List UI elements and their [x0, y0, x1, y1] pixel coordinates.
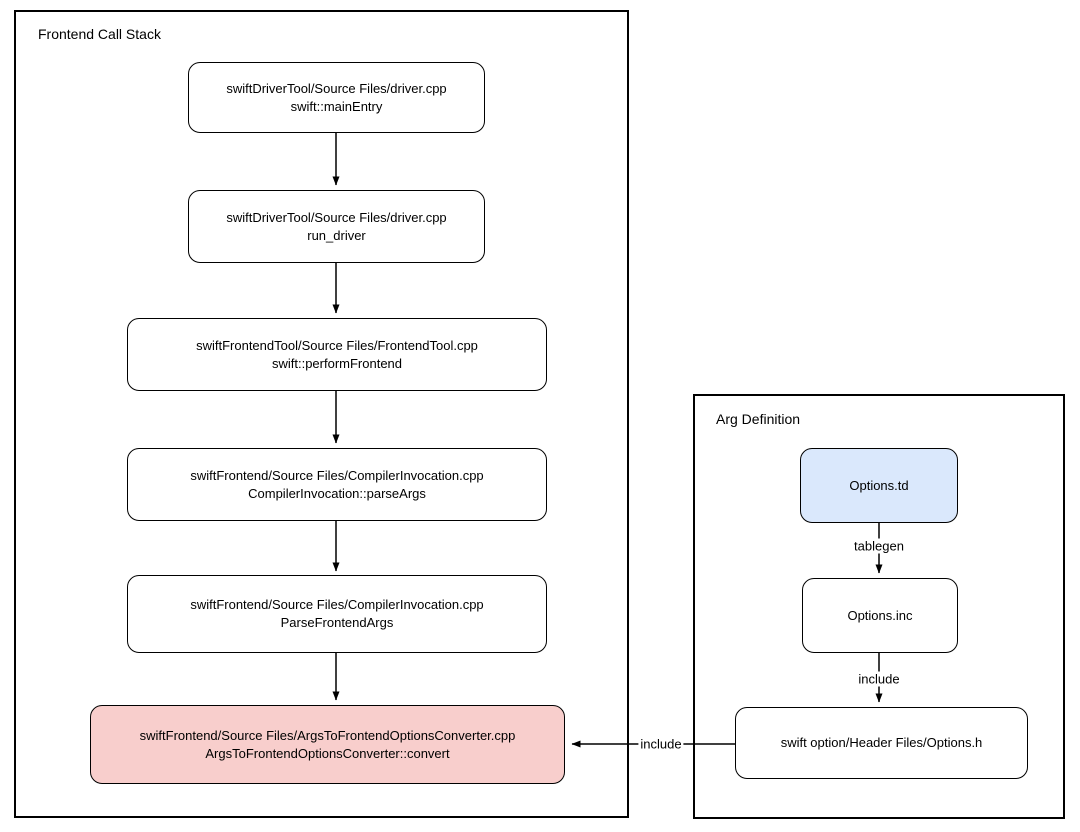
- node-parse-args: swiftFrontend/Source Files/CompilerInvoc…: [127, 448, 547, 521]
- node-file: swiftFrontend/Source Files/CompilerInvoc…: [190, 597, 484, 613]
- node-function: CompilerInvocation::parseArgs: [248, 485, 426, 501]
- frontend-call-stack-group: [14, 10, 629, 818]
- node-main-entry: swiftDriverTool/Source Files/driver.cpp …: [188, 62, 485, 133]
- node-function: ParseFrontendArgs: [280, 615, 394, 630]
- node-file: swiftDriverTool/Source Files/driver.cpp: [226, 209, 447, 225]
- node-file: swiftFrontend/Source Files/CompilerInvoc…: [190, 467, 484, 483]
- node-run-driver: swiftDriverTool/Source Files/driver.cpp …: [188, 190, 485, 263]
- node-label: Options.td: [849, 477, 909, 493]
- node-perform-frontend: swiftFrontendTool/Source Files/FrontendT…: [127, 318, 547, 391]
- edge-label-include-vertical: include: [856, 671, 902, 687]
- node-function: run_driver: [307, 227, 366, 243]
- edge-label-tablegen: tablegen: [852, 538, 906, 554]
- node-function: ArgsToFrontendOptionsConverter::convert: [205, 745, 450, 761]
- arg-definition-title: Arg Definition: [716, 411, 801, 427]
- node-file: swiftDriverTool/Source Files/driver.cpp: [226, 80, 447, 96]
- node-options-td: Options.td: [800, 448, 958, 523]
- node-options-inc: Options.inc: [802, 578, 958, 653]
- node-function: swift::mainEntry: [290, 98, 383, 114]
- frontend-call-stack-title: Frontend Call Stack: [38, 26, 161, 42]
- node-parse-frontend-args: swiftFrontend/Source Files/CompilerInvoc…: [127, 575, 547, 653]
- node-args-converter-convert: swiftFrontend/Source Files/ArgsToFronten…: [90, 705, 565, 784]
- node-options-h: swift option/Header Files/Options.h: [735, 707, 1028, 779]
- arg-definition-group: [693, 394, 1065, 819]
- node-label: Options.inc: [847, 607, 913, 623]
- node-label: swift option/Header Files/Options.h: [780, 735, 983, 751]
- node-file: swiftFrontendTool/Source Files/FrontendT…: [196, 337, 478, 353]
- node-file: swiftFrontend/Source Files/ArgsToFronten…: [139, 727, 516, 743]
- edge-label-include-cross: include: [638, 736, 684, 752]
- node-function: swift::performFrontend: [271, 355, 403, 371]
